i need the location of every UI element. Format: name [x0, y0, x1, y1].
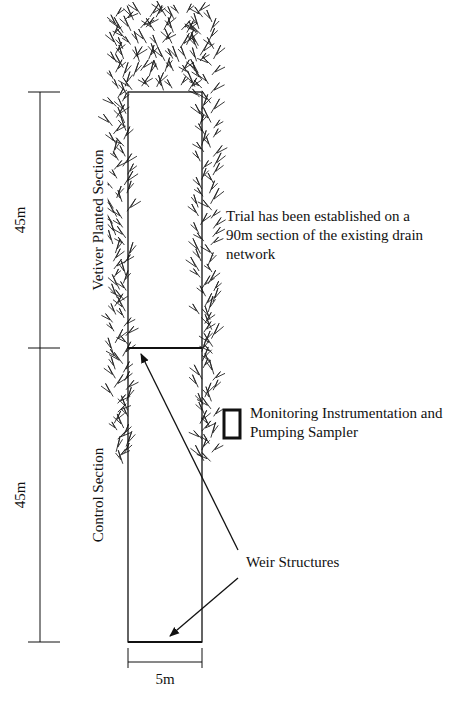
vetiver-grass: [98, 1, 227, 464]
dimension-label: 5m: [153, 670, 176, 689]
leader-arrow: [170, 578, 238, 636]
section-label: Control Section: [89, 445, 108, 546]
dimension-label: 45m: [11, 204, 30, 237]
drain-channel: [128, 92, 202, 642]
dimension-label: 45m: [11, 479, 30, 512]
width-dimension: [128, 648, 202, 668]
monitoring-station: [224, 410, 240, 438]
weir-structure: [128, 641, 202, 643]
leader-arrow: [141, 354, 238, 550]
weir-structure: [128, 347, 202, 349]
section-label: Vetiver Planted Section: [89, 147, 108, 294]
length-dimension: [28, 92, 60, 642]
callout-label: Monitoring Instrumentation and Pumping S…: [250, 404, 462, 442]
note-text: Trial has been established on a 90m sect…: [226, 207, 431, 263]
callout-label: Weir Structures: [246, 553, 446, 572]
